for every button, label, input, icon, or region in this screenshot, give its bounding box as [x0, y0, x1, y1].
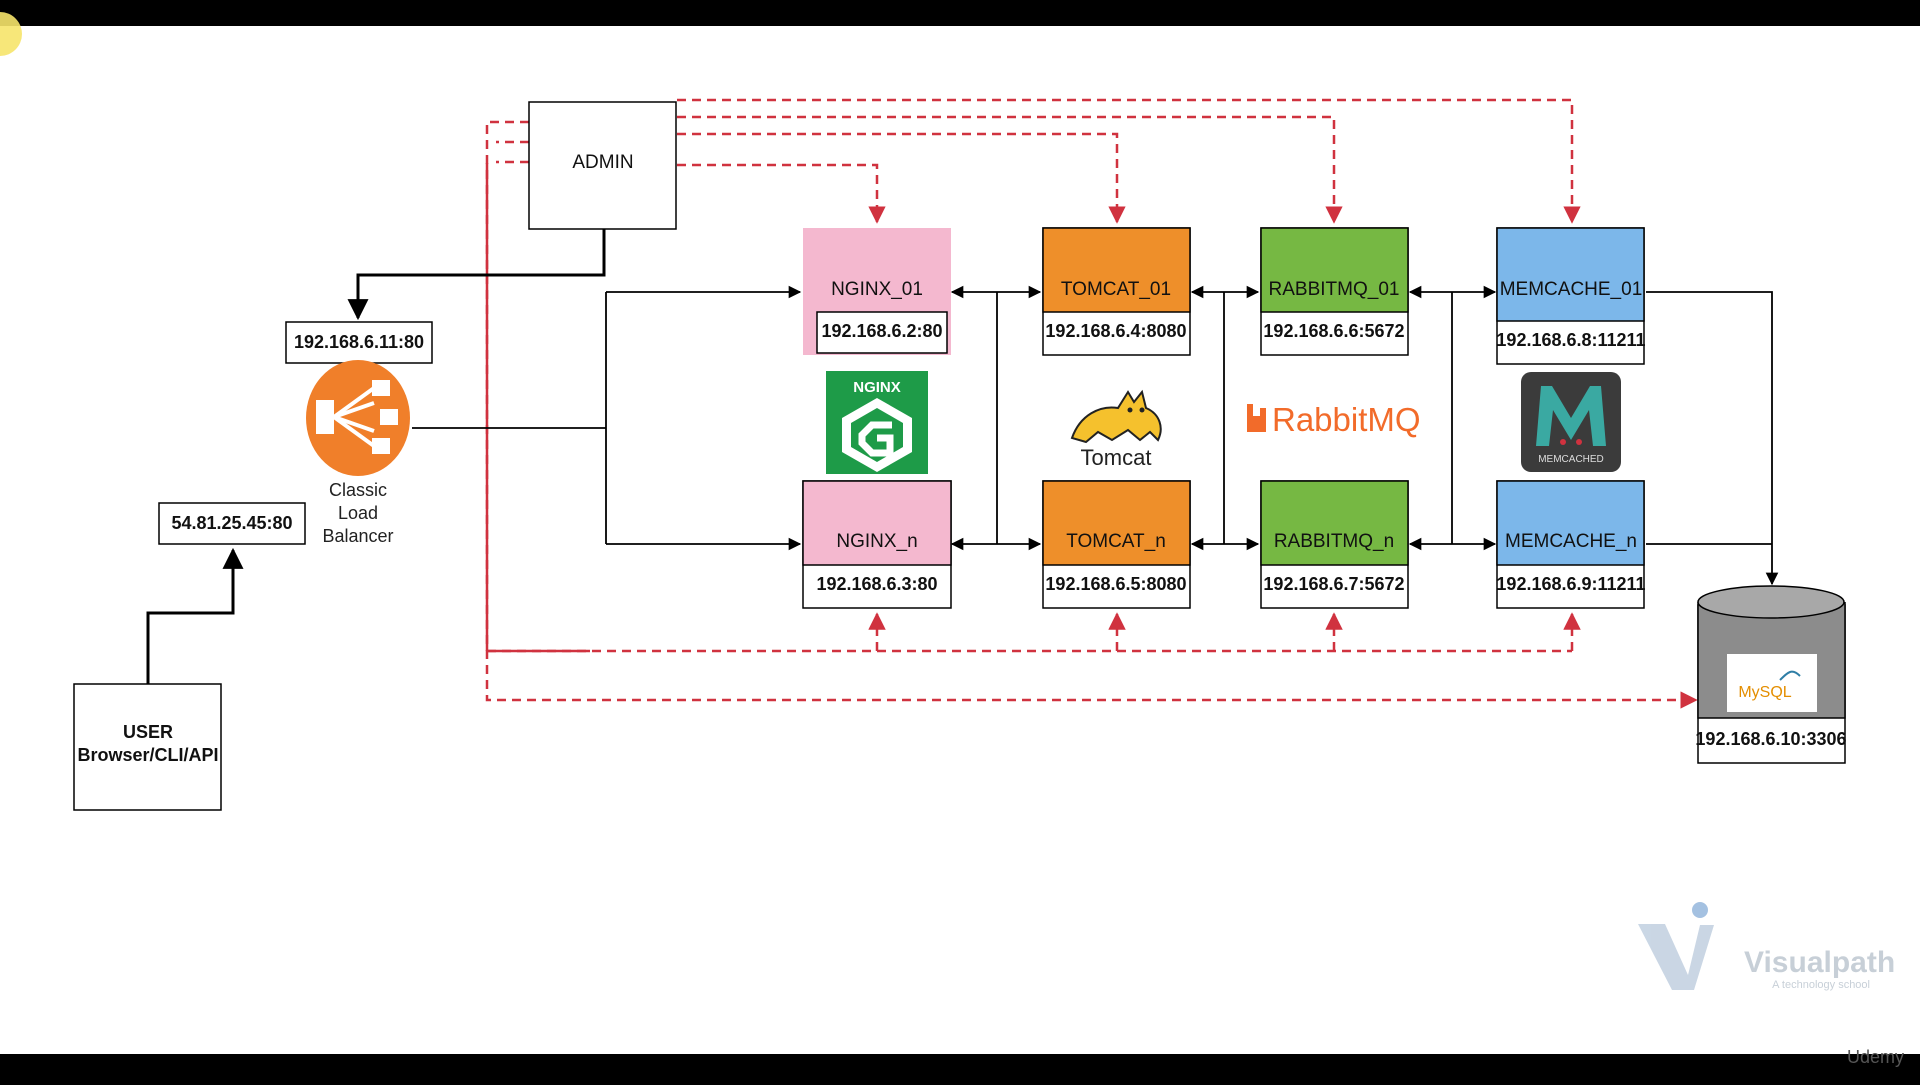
rabbitmq-n-ip: 192.168.6.7:5672: [1263, 574, 1404, 594]
rabbitmq-logo-text: RabbitMQ: [1272, 401, 1421, 438]
tomcat-01-label: TOMCAT_01: [1061, 279, 1171, 300]
memcache-n-node: MEMCACHE_n 192.168.6.9:11211: [1496, 480, 1646, 609]
tomcat-n-ip: 192.168.6.5:8080: [1045, 574, 1186, 594]
visualpath-watermark: Visualpath A technology school: [1638, 902, 1895, 991]
cursor-highlight: [0, 12, 22, 56]
lb-caption-1: Classic: [329, 480, 387, 500]
memcache-01-ip: 192.168.6.8:11211: [1496, 330, 1645, 350]
rabbitmq-logo: RabbitMQ: [1247, 401, 1421, 438]
memcached-logo: MEMCACHED: [1521, 372, 1621, 472]
udemy-watermark: Udemy: [1847, 1047, 1904, 1067]
admin-box: ADMIN: [528, 101, 677, 230]
tomcat-logo-text: Tomcat: [1081, 445, 1152, 470]
mysql-logo: [1727, 654, 1817, 712]
public-ip-box: [158, 502, 306, 545]
admin-to-lb-connection: [146, 229, 606, 684]
nginx-logo: NGINX: [826, 371, 928, 474]
traffic-connections: [412, 285, 1779, 586]
lb-caption-2: Load: [338, 503, 378, 523]
memcache-n-label: MEMCACHE_n: [1505, 531, 1637, 552]
public-ip-label: 54.81.25.45:80: [171, 513, 292, 533]
visualpath-tagline: A technology school: [1772, 979, 1870, 991]
tomcat-01-node: TOMCAT_01 192.168.6.4:8080: [1042, 227, 1191, 356]
rabbitmq-n-label: RABBITMQ_n: [1274, 531, 1394, 552]
nginx-01-ip: 192.168.6.2:80: [821, 321, 942, 341]
rabbitmq-n-node: RABBITMQ_n 192.168.6.7:5672: [1260, 480, 1409, 609]
rabbitmq-01-ip: 192.168.6.6:5672: [1263, 321, 1404, 341]
lb-caption-3: Balancer: [322, 526, 393, 546]
nginx-logo-text: NGINX: [853, 379, 901, 396]
tomcat-n-label: TOMCAT_n: [1066, 531, 1166, 552]
tomcat-n-node: TOMCAT_n 192.168.6.5:8080: [1042, 480, 1191, 609]
tomcat-logo: Tomcat: [1070, 389, 1162, 470]
memcached-logo-text: MEMCACHED: [1538, 454, 1604, 465]
rabbitmq-01-node: RABBITMQ_01 192.168.6.6:5672: [1260, 227, 1409, 356]
memcache-n-ip: 192.168.6.9:11211: [1496, 574, 1645, 594]
nginx-n-ip: 192.168.6.3:80: [816, 574, 937, 594]
load-balancer-arrows-icon: [316, 380, 398, 454]
tomcat-01-ip: 192.168.6.4:8080: [1045, 321, 1186, 341]
nginx-01-label: NGINX_01: [831, 279, 923, 300]
lb-ip-box: [285, 321, 433, 364]
lb-ip-label: 192.168.6.11:80: [294, 332, 424, 352]
memcache-01-label: MEMCACHE_01: [1500, 279, 1643, 300]
nginx-01-node: NGINX_01 192.168.6.2:80: [803, 228, 951, 355]
nginx-n-label: NGINX_n: [836, 531, 917, 552]
admin-label: ADMIN: [572, 152, 633, 173]
mysql-database: MySQL 192.168.6.10:3306: [1695, 585, 1847, 764]
mysql-ip: 192.168.6.10:3306: [1695, 729, 1846, 749]
user-box: USER Browser/CLI/API: [73, 683, 222, 811]
user-title: USER: [123, 722, 173, 742]
rabbitmq-01-label: RABBITMQ_01: [1269, 279, 1400, 300]
nginx-n-node: NGINX_n 192.168.6.3:80: [802, 480, 952, 609]
load-balancer: 192.168.6.11:80 Classic Load Balancer 54…: [158, 321, 433, 546]
user-subtitle: Browser/CLI/API: [77, 745, 218, 765]
mysql-logo-text: MySQL: [1738, 684, 1791, 701]
visualpath-brand: Visualpath: [1744, 946, 1895, 979]
memcache-01-node: MEMCACHE_01 192.168.6.8:11211: [1496, 227, 1646, 365]
